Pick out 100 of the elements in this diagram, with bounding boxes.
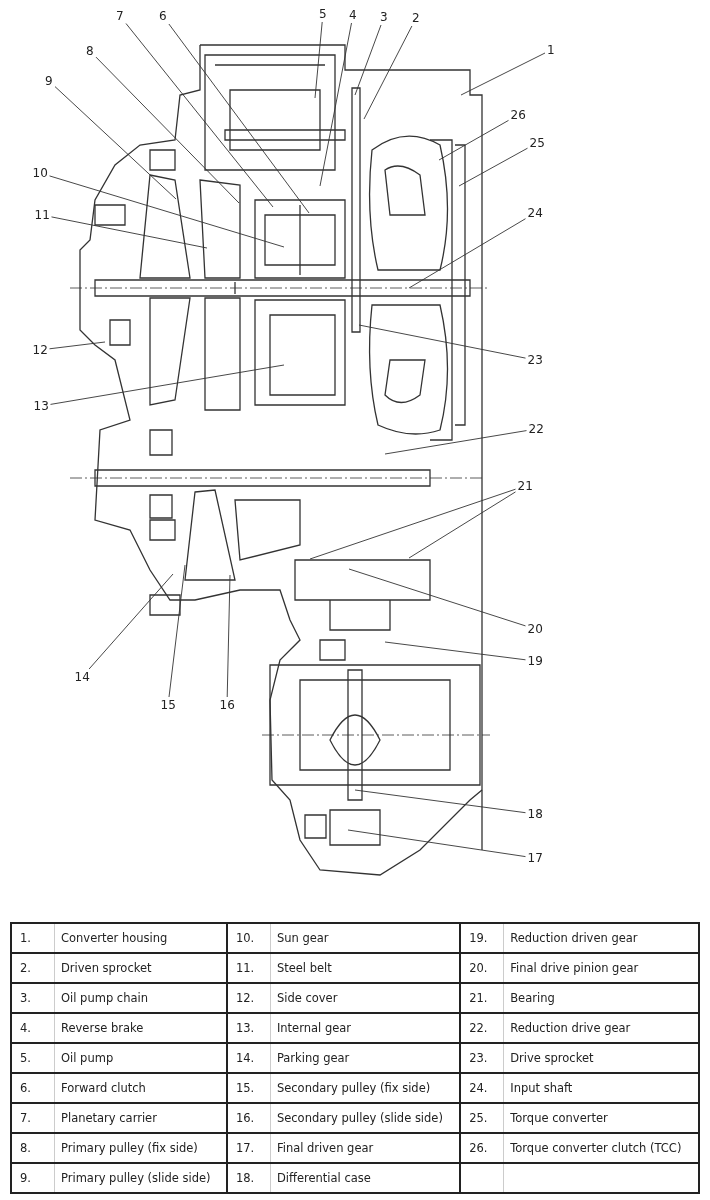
callout-number: 7: [116, 9, 124, 23]
item-number: 17.: [235, 1141, 255, 1155]
callout-number: 14: [74, 670, 90, 684]
leader-line: [51, 216, 208, 249]
item-number: 1.: [20, 931, 31, 945]
leader-line: [54, 86, 177, 200]
leader-line: [354, 789, 526, 814]
leader-line: [88, 573, 174, 670]
leader-line: [358, 324, 526, 359]
part-name: Drive sprocket: [510, 1051, 594, 1065]
part-name: Reduction driven gear: [510, 931, 638, 945]
part-name: Bearing: [510, 991, 555, 1005]
part-name: Torque converter: [510, 1111, 608, 1125]
part-name: Reduction drive gear: [510, 1021, 631, 1035]
part-name: Driven sprocket: [61, 961, 152, 975]
part-name: Torque converter clutch (TCC): [510, 1141, 682, 1155]
part-name: Reverse brake: [61, 1021, 144, 1035]
leader-line: [226, 574, 231, 698]
item-number: 5.: [20, 1051, 31, 1065]
item-number: 12.: [235, 991, 255, 1005]
part-name: Parking gear: [276, 1051, 350, 1065]
part-name: Differential case: [276, 1171, 371, 1185]
part-name: Oil pump chain: [61, 991, 148, 1005]
callout-number: 22: [528, 422, 544, 436]
item-number: 6.: [20, 1081, 31, 1095]
part-name: Secondary pulley (slide side): [276, 1111, 443, 1125]
item-number: 10.: [235, 931, 255, 945]
callout-number: 5: [319, 7, 327, 21]
item-number: 9.: [20, 1171, 31, 1185]
callout-number: 26: [510, 108, 526, 122]
item-number: 18.: [235, 1171, 255, 1185]
leader-line: [438, 119, 509, 161]
leader-line: [50, 364, 285, 405]
callout-number: 16: [219, 698, 235, 712]
part-name: Internal gear: [276, 1021, 352, 1035]
item-number: 8.: [20, 1141, 31, 1155]
leader-line: [49, 175, 285, 248]
callout-number: 17: [527, 851, 543, 865]
callout-number: 23: [527, 353, 543, 367]
leader-line: [458, 147, 528, 187]
callout-number: 2: [412, 11, 420, 25]
item-number: 26.: [469, 1141, 488, 1155]
callout-number: 8: [86, 44, 94, 58]
item-number: 7.: [20, 1111, 31, 1125]
item-number: 15.: [235, 1081, 255, 1095]
callout-number: 19: [527, 654, 543, 668]
callout-number: 21: [517, 479, 533, 493]
callout-number: 3: [380, 10, 388, 24]
part-name: Primary pulley (fix side): [61, 1141, 198, 1155]
callout-number: 15: [160, 698, 176, 712]
callout-number: 1: [547, 43, 555, 57]
leader-line: [363, 25, 413, 120]
leader-line: [319, 22, 352, 187]
callout-number: 18: [527, 807, 543, 821]
item-number: 13.: [235, 1021, 255, 1035]
item-number: 19.: [469, 931, 488, 945]
callout-number: 11: [34, 208, 50, 222]
part-name: Input shaft: [510, 1081, 573, 1095]
item-number: 25.: [469, 1111, 488, 1125]
item-number: 20.: [469, 961, 488, 975]
callout-number: 13: [33, 399, 49, 413]
callout-number: 4: [349, 8, 357, 22]
part-name: Final driven gear: [276, 1141, 374, 1155]
callout-number: 10: [32, 166, 48, 180]
leader-line: [168, 564, 186, 698]
item-number: 23.: [469, 1051, 488, 1065]
callout-number: 20: [527, 622, 543, 636]
item-number: 2.: [20, 961, 31, 975]
callout-number: 24: [527, 206, 543, 220]
leader-line: [384, 641, 526, 661]
leader-line: [384, 430, 527, 455]
leader-line: [309, 488, 516, 560]
callout-number: 25: [529, 136, 545, 150]
item-number: 22.: [469, 1021, 488, 1035]
part-name: Steel belt: [276, 961, 332, 975]
part-name: Oil pump: [61, 1051, 114, 1065]
part-name: Sun gear: [276, 931, 329, 945]
item-number: 14.: [235, 1051, 255, 1065]
leader-line: [125, 23, 274, 208]
leader-line: [354, 24, 382, 96]
leader-line: [49, 341, 106, 350]
part-name: Secondary pulley (fix side): [276, 1081, 431, 1095]
item-number: 3.: [20, 991, 31, 1005]
leader-line: [348, 568, 526, 627]
item-number: 11.: [235, 961, 255, 975]
item-number: 4.: [20, 1021, 31, 1035]
part-name: Converter housing: [61, 931, 168, 945]
part-name: Side cover: [276, 991, 338, 1005]
leader-line: [347, 829, 526, 858]
leader-line: [408, 491, 516, 559]
leader-line: [168, 23, 310, 214]
leader-line: [408, 218, 526, 289]
callout-number: 12: [32, 343, 48, 357]
item-number: 24.: [469, 1081, 488, 1095]
item-number: 21.: [469, 991, 488, 1005]
leader-line: [314, 21, 323, 99]
item-number: 16.: [235, 1111, 255, 1125]
part-name: Planetary carrier: [61, 1111, 157, 1125]
part-name: Primary pulley (slide side): [61, 1171, 211, 1185]
leader-line: [95, 56, 240, 204]
